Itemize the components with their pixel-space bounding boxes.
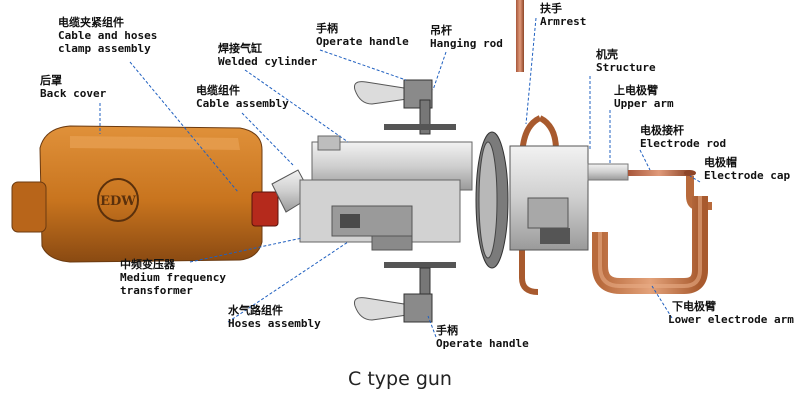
- back-cover-cn: 后罩: [40, 74, 62, 87]
- welded-cylinder-label: 焊接气缸 Welded cylinder: [218, 42, 317, 68]
- upper-arm-label: 上电极臂 Upper arm: [614, 84, 674, 110]
- back-cover-en: Back cover: [40, 87, 107, 100]
- hanging-rod-label: 吊杆 Hanging rod: [430, 24, 503, 50]
- cable-clamp-en1: Cable and hoses: [58, 29, 158, 42]
- upper-arm-cn: 上电极臂: [614, 84, 658, 97]
- flange: [475, 131, 509, 269]
- operate-handle-top-cn: 手柄: [316, 22, 338, 35]
- electrode-rod-label: 电极接杆 Electrode rod: [640, 124, 726, 150]
- structure-cn: 机壳: [596, 48, 618, 61]
- hanging-rod: [516, 0, 524, 72]
- operate-handle-bottom-label: 手柄 Operate handle: [436, 324, 529, 350]
- operate-handle-bottom-en: Operate handle: [436, 337, 529, 350]
- structure-label: 机壳 Structure: [596, 48, 656, 74]
- transformer-label: 中频变压器 Medium frequency transformer: [120, 258, 226, 297]
- transformer-cn: 中频变压器: [120, 258, 175, 271]
- hoses-assembly-en: Hoses assembly: [228, 317, 321, 330]
- structure-en: Structure: [596, 61, 656, 74]
- cable-assembly-en: Cable assembly: [196, 97, 289, 110]
- welded-cylinder-en: Welded cylinder: [218, 55, 318, 68]
- armrest-cn: 扶手: [540, 2, 562, 15]
- lower-arm-cn: 下电极臂: [672, 300, 716, 313]
- back-cover-label: 后罩 Back cover: [40, 74, 106, 100]
- lower-electrode-arm: [592, 176, 712, 294]
- back-cover: EDW: [11, 125, 263, 263]
- electrode-rod-cn: 电极接杆: [640, 124, 684, 137]
- caption: C type gun: [348, 368, 452, 390]
- cable-assembly-cn: 电缆组件: [196, 84, 240, 97]
- cable-clamp-en2: clamp assembly: [58, 42, 151, 55]
- welded-cylinder: [299, 135, 473, 251]
- structure: [509, 145, 589, 251]
- electrode-cap-cn: 电极帽: [704, 156, 737, 169]
- welded-cylinder-cn: 焊接气缸: [218, 42, 262, 55]
- hoses-assembly-label: 水气路组件 Hoses assembly: [228, 304, 321, 330]
- lower-arm-label: 下电极臂 Lower electrode arm: [668, 300, 794, 326]
- electrode-rod-en: Electrode rod: [640, 137, 727, 150]
- svg-text:EDW: EDW: [100, 194, 136, 209]
- operate-handle-top-label: 手柄 Operate handle: [316, 22, 409, 48]
- lower-arm-en: Lower electrode arm: [668, 313, 794, 326]
- operate-handle-top-en: Operate handle: [316, 35, 409, 48]
- leader-lines: [99, 17, 701, 338]
- operate-handle-bottom-cn: 手柄: [436, 324, 458, 337]
- hanging-rod-cn: 吊杆: [430, 24, 452, 37]
- operate-handle-bottom: [354, 262, 456, 323]
- upper-arm: [587, 163, 696, 181]
- electrode-cap-en: Electrode cap: [704, 169, 791, 182]
- cable-clamp-label: 电缆夹紧组件 Cable and hoses clamp assembly: [58, 16, 157, 55]
- transformer-en2: transformer: [120, 284, 193, 297]
- armrest-label: 扶手 Armrest: [540, 2, 586, 28]
- cable-assembly-label: 电缆组件 Cable assembly: [196, 84, 289, 110]
- armrest-en: Armrest: [540, 15, 587, 28]
- transformer-en1: Medium frequency: [120, 271, 226, 284]
- operate-handle-top: [354, 79, 456, 135]
- cable-clamp-cn: 电缆夹紧组件: [58, 16, 124, 29]
- hanging-rod-en: Hanging rod: [430, 37, 503, 50]
- upper-arm-en: Upper arm: [614, 97, 674, 110]
- hoses-assembly-cn: 水气路组件: [228, 304, 283, 317]
- electrode-cap-label: 电极帽 Electrode cap: [704, 156, 790, 182]
